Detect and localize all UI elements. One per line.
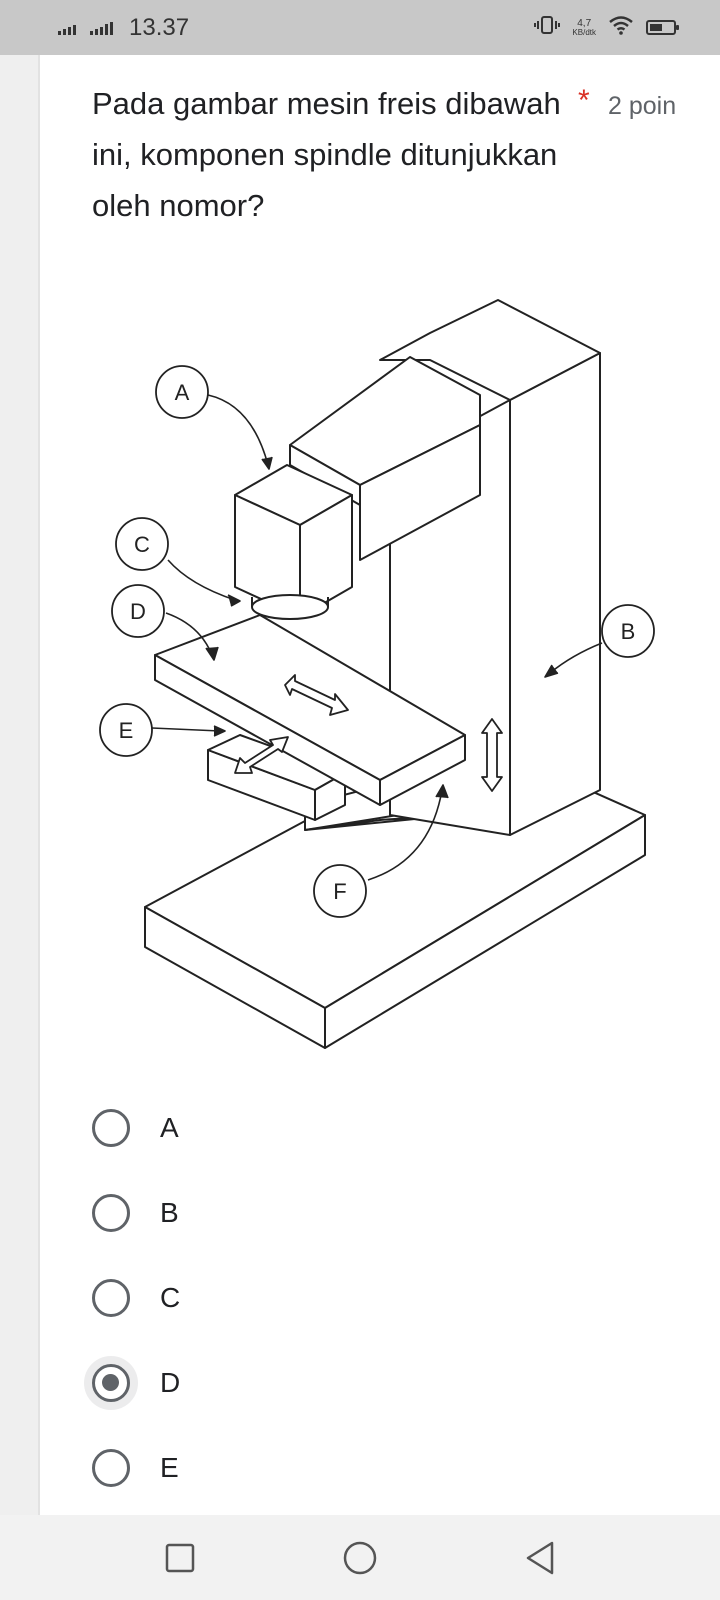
callout-label-a: A [175, 380, 190, 405]
option-label: D [160, 1366, 181, 1398]
callout-label-d: D [130, 599, 146, 624]
callout-label-b: B [621, 619, 636, 644]
recents-square-icon[interactable] [90, 1515, 270, 1600]
callout-arrows [151, 394, 603, 881]
network-speed: 4,7 KB/dtk [572, 17, 596, 37]
wifi-icon [608, 15, 634, 40]
callout-labels: A B C D E F [99, 365, 655, 918]
option-e[interactable]: E [92, 1425, 692, 1510]
callout-label-f: F [333, 879, 346, 904]
network-speed-unit: KB/dtk [572, 27, 596, 37]
navigation-bar [0, 1515, 720, 1600]
status-bar: 13.37 4,7 KB/dtk [0, 0, 720, 55]
radio-button[interactable] [92, 1448, 130, 1487]
battery-icon [646, 20, 679, 35]
vibrate-icon [534, 15, 561, 40]
milling-machine-diagram: A B C D E F [99, 299, 655, 1049]
signal-icon [90, 21, 113, 35]
option-c[interactable]: C [92, 1255, 692, 1340]
back-triangle-icon[interactable] [450, 1515, 630, 1600]
option-label: E [160, 1451, 179, 1483]
radio-button[interactable] [92, 1278, 130, 1317]
spindle-head [234, 464, 353, 620]
option-label: C [160, 1281, 181, 1313]
question-points: 2 poin [608, 92, 677, 120]
option-label: A [160, 1111, 179, 1143]
signal-icon [58, 21, 76, 35]
radio-button[interactable] [92, 1193, 130, 1232]
motion-arrows [234, 674, 503, 792]
home-circle-icon[interactable] [270, 1515, 450, 1600]
radio-button[interactable] [92, 1108, 130, 1147]
option-d[interactable]: D [92, 1340, 692, 1425]
option-a[interactable]: A [92, 1085, 692, 1170]
question-title: Pada gambar mesin freis dibawah ini, kom… [92, 86, 561, 223]
option-b[interactable]: B [92, 1170, 692, 1255]
option-label: B [160, 1196, 179, 1228]
status-time: 13.37 [129, 13, 190, 41]
answer-options: A B C D E [92, 1085, 692, 1510]
required-asterisk: * [578, 84, 590, 117]
left-gutter [0, 55, 40, 1515]
radio-button[interactable] [92, 1363, 130, 1402]
callout-label-e: E [119, 718, 134, 743]
network-speed-value: 4,7 [577, 17, 592, 29]
callout-label-c: C [134, 532, 150, 557]
